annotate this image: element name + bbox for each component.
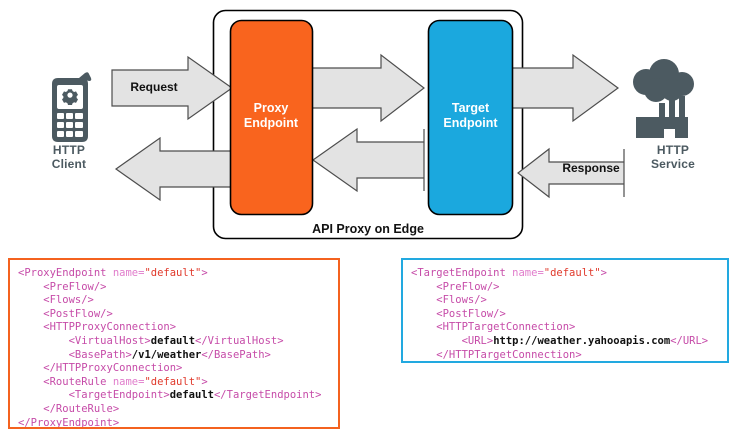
http-client-label: HTTP Client (24, 143, 114, 171)
target-code-token: name= (512, 267, 544, 279)
proxy-code-token: </HTTPProxyConnection> (18, 362, 183, 375)
proxy-code-line: <ProxyEndpoint name="default"> (18, 267, 330, 281)
arrow-response (517, 147, 625, 199)
target-code-token: > (600, 267, 607, 279)
proxy-code-line: <TargetEndpoint>default</TargetEndpoint> (18, 389, 330, 403)
proxy-code-token: </BasePath> (201, 348, 271, 361)
api-proxy-diagram (52, 9, 694, 240)
proxy-code-token: </ProxyEndpoint> (18, 416, 120, 429)
target-code-line: <TargetEndpoint name="default"> (411, 267, 719, 281)
proxy-code-token: name= (112, 375, 145, 388)
proxy-code-token: <VirtualHost> (18, 334, 151, 347)
arrow-proxy-to-target (311, 53, 425, 123)
proxy-endpoint-box[interactable] (229, 19, 314, 216)
target-code-token: <URL> (411, 334, 494, 347)
target-code-line: <URL>http://weather.yahooapis.com</URL> (411, 335, 719, 349)
proxy-code-token: > (201, 267, 208, 279)
arrow-target-to-service (507, 53, 620, 123)
proxy-code-line: <Flows/> (18, 294, 330, 308)
target-code-line: <PostFlow/> (411, 308, 719, 322)
target-code-line: <Flows/> (411, 294, 719, 308)
cloud-factory-icon (633, 59, 694, 138)
proxy-code-token: default (150, 334, 196, 347)
proxy-code-token: "default" (144, 267, 202, 279)
proxy-code-line: <BasePath>/v1/weather</BasePath> (18, 349, 330, 363)
target-code-token: <TargetEndpoint (411, 267, 513, 279)
target-code-token: "default" (543, 267, 601, 279)
proxy-code-token: > (201, 375, 208, 388)
http-client-label-line2: Client (51, 157, 87, 171)
proxy-code-token: /v1/weather (131, 348, 202, 361)
proxy-code-token: <Flows/> (18, 294, 94, 307)
target-code-line: </HTTPTargetConnection> (411, 348, 719, 361)
proxy-code-line: <VirtualHost>default</VirtualHost> (18, 335, 330, 349)
proxy-code-token: <ProxyEndpoint (18, 267, 113, 279)
proxy-code-token: <BasePath> (18, 348, 132, 361)
proxy-code-line: </RouteRule> (18, 403, 330, 417)
proxy-code-token: <TargetEndpoint> (18, 389, 170, 402)
target-code-line: <PreFlow/> (411, 281, 719, 295)
target-code-token: <Flows/> (411, 294, 487, 307)
proxy-code-token: </VirtualHost> (195, 334, 284, 347)
target-endpoint-code-panel: <TargetEndpoint name="default"> <PreFlow… (401, 258, 729, 363)
proxy-code-token: "default" (144, 375, 202, 388)
proxy-code-token: </RouteRule> (18, 402, 120, 415)
target-code-token: </URL> (670, 334, 709, 347)
arrow-request (111, 55, 234, 121)
proxy-code-token: <RouteRule (18, 375, 113, 388)
target-code-token: http://weather.yahooapis.com (493, 334, 671, 347)
target-code-token: </TargetEndpoint> (411, 362, 518, 363)
mobile-phone-gear-icon (52, 72, 92, 142)
api-proxy-caption: API Proxy on Edge (312, 222, 424, 236)
proxy-code-line: </HTTPProxyConnection> (18, 362, 330, 376)
http-service-label-line1: HTTP (656, 143, 690, 157)
proxy-code-line: <RouteRule name="default"> (18, 376, 330, 390)
http-client-label-line1: HTTP (52, 143, 86, 157)
target-code-token: <HTTPTargetConnection> (411, 321, 576, 334)
target-endpoint-box[interactable] (427, 19, 514, 216)
proxy-code-line: <HTTPProxyConnection> (18, 321, 330, 335)
proxy-code-line: <PreFlow/> (18, 281, 330, 295)
proxy-code-token: </TargetEndpoint> (213, 389, 322, 402)
proxy-code-token: name= (112, 267, 145, 279)
http-service-label: HTTP Service (628, 143, 718, 171)
arrow-target-to-proxy (311, 127, 425, 193)
proxy-code-line: </ProxyEndpoint> (18, 416, 330, 429)
target-code-line: <HTTPTargetConnection> (411, 321, 719, 335)
target-code-token: </HTTPTargetConnection> (411, 348, 582, 361)
proxy-code-token: default (169, 389, 214, 402)
target-code-token: <PreFlow/> (411, 280, 500, 293)
proxy-code-token: <HTTPProxyConnection> (18, 321, 177, 334)
proxy-endpoint-code-panel: <ProxyEndpoint name="default"> <PreFlow/… (8, 258, 340, 429)
proxy-code-token: <PostFlow/> (18, 307, 113, 320)
proxy-code-line: <PostFlow/> (18, 308, 330, 322)
target-code-line: </TargetEndpoint> (411, 362, 719, 363)
http-service-label-line2: Service (650, 157, 696, 171)
proxy-code-token: <PreFlow/> (18, 280, 107, 293)
target-code-token: <PostFlow/> (411, 307, 506, 320)
